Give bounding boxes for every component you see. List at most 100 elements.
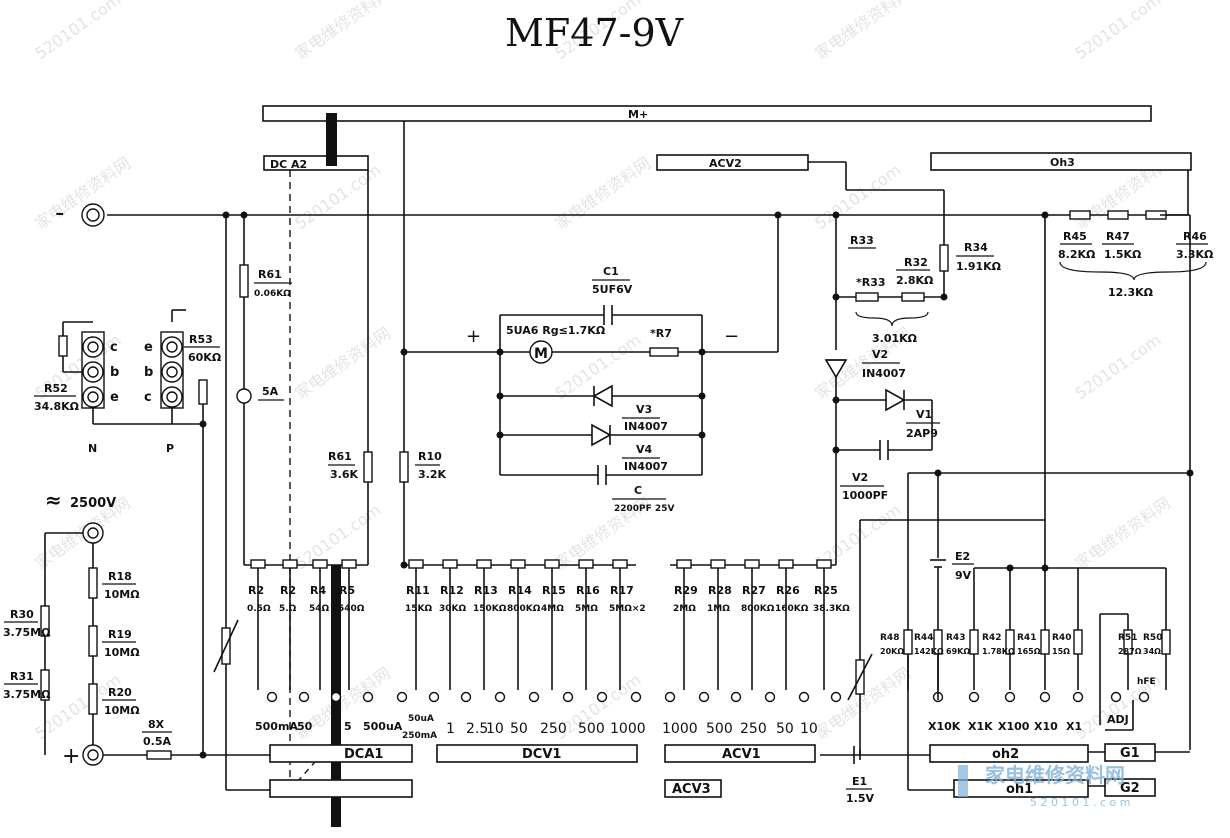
- switch-contact[interactable]: [968, 691, 980, 703]
- r52-name: R52: [44, 382, 68, 395]
- r31-value: 3.75MΩ: [3, 688, 51, 701]
- r34-name: R34: [964, 241, 988, 254]
- r32-value: 2.8KΩ: [896, 274, 934, 287]
- v1-value: 2AP9: [906, 427, 938, 440]
- switch-contact[interactable]: [664, 691, 676, 703]
- switch-contact[interactable]: [1039, 691, 1051, 703]
- v2d-name: V2: [872, 348, 888, 361]
- ohm-resistor-name: R51: [1118, 633, 1137, 643]
- dcv-resistor-name: R17: [610, 584, 634, 597]
- watermark-text: 520101.com: [811, 160, 904, 233]
- switch-contact[interactable]: [1072, 691, 1084, 703]
- dcv-resistor-name: R13: [474, 584, 498, 597]
- r19-name: R19: [108, 628, 132, 641]
- hfe-pin-label: e: [110, 390, 119, 405]
- switch-contact[interactable]: [698, 691, 710, 703]
- watermark-text: 520101.com: [551, 330, 644, 403]
- dcv-range-label: 2.5: [466, 721, 488, 737]
- dcv-range-label: 1000: [610, 721, 646, 737]
- acv-resistor: [778, 559, 794, 569]
- minus-terminal-sign: -: [55, 198, 64, 228]
- switch-contact[interactable]: [764, 691, 776, 703]
- dcv-resistor: [578, 559, 594, 569]
- switch-contact[interactable]: [528, 691, 540, 703]
- watermark-logo: 家电维修资料网 5 2 0 1 0 1 . c o m: [958, 763, 1130, 809]
- switch-contact[interactable]: [396, 691, 408, 703]
- r10-name: R10: [418, 450, 442, 463]
- bar-m-plus-label: M+: [628, 108, 648, 121]
- dcv-resistor-value: 15KΩ: [405, 604, 432, 614]
- r45-name: R45: [1063, 230, 1087, 243]
- switch-blade-top: [326, 113, 337, 166]
- switch-contact[interactable]: [730, 691, 742, 703]
- range-50: 50: [297, 720, 313, 733]
- v4-value: IN4007: [624, 460, 668, 473]
- switch-contact[interactable]: [1004, 691, 1016, 703]
- ohm-resistor-name: R43: [946, 633, 965, 643]
- r18-value: 10MΩ: [104, 588, 140, 601]
- hfe-pin-label: c: [110, 340, 118, 355]
- switch-contact[interactable]: [596, 691, 608, 703]
- dca-resistor-value: 54Ω: [309, 604, 330, 614]
- r31-name: R31: [10, 670, 34, 683]
- dcv-resistor-group: R1115KΩR1230KΩR13150KΩR14800KΩR154MΩR165…: [405, 559, 646, 690]
- e1-value: 1.5V: [846, 792, 874, 805]
- bar-oh1-label: oh1: [1006, 782, 1033, 797]
- fuse-value: 0.5A: [143, 735, 171, 748]
- bar-dc-a2: [263, 155, 369, 171]
- ohm-resistor: [969, 629, 979, 655]
- switch-contact[interactable]: [494, 691, 506, 703]
- switch-contact[interactable]: [830, 691, 842, 703]
- dcv-resistor: [544, 559, 560, 569]
- switch-contact[interactable]: [562, 691, 574, 703]
- switch-contact[interactable]: [362, 691, 374, 703]
- v3-value: IN4007: [624, 420, 668, 433]
- acv-resistor-value: 2MΩ: [673, 604, 696, 614]
- switch-contact[interactable]: [630, 691, 642, 703]
- dca-resistor: [282, 559, 298, 569]
- v2d-value: IN4007: [862, 367, 906, 380]
- switch-contact[interactable]: [298, 691, 310, 703]
- switch-contact[interactable]: [428, 691, 440, 703]
- ohm-range-label: X1: [1066, 720, 1082, 733]
- v4-name: V4: [636, 443, 653, 456]
- dcv-resistor: [408, 559, 424, 569]
- ohm-resistor-name: R50: [1143, 633, 1162, 643]
- r19-value: 10MΩ: [104, 646, 140, 659]
- switch-contact[interactable]: [1110, 691, 1122, 703]
- e2-value: 9V: [955, 569, 972, 582]
- acv-range-label: 10: [800, 721, 818, 737]
- switch-contact[interactable]: [266, 691, 278, 703]
- c1-value: 5UF6V: [592, 283, 633, 296]
- bar-oh1: [953, 779, 1089, 798]
- 5a-terminal[interactable]: [236, 388, 252, 404]
- dca-resistor-value: 0.5Ω: [247, 604, 271, 614]
- switch-contact[interactable]: [798, 691, 810, 703]
- dca-resistor: [312, 559, 328, 569]
- switch-contact[interactable]: [460, 691, 472, 703]
- ohm-resistor-value: 69KΩ: [946, 647, 970, 656]
- bar-dca-lower: [269, 779, 413, 798]
- fuse-name: 8X: [148, 718, 165, 731]
- bar-acv3-label: ACV3: [672, 782, 711, 797]
- switch-contact[interactable]: [1138, 691, 1150, 703]
- dcv-resistor-value: 150KΩ: [473, 604, 507, 614]
- r46-value: 3.3KΩ: [1176, 248, 1214, 261]
- ohm-resistor: [1040, 629, 1050, 655]
- bar-g2: [1104, 778, 1156, 797]
- dcv-resistor-name: R12: [440, 584, 464, 597]
- dcv-resistor-value: 800KΩ: [507, 604, 541, 614]
- bar-acv1-label: ACV1: [722, 747, 761, 762]
- switch-contact[interactable]: [330, 691, 342, 703]
- plus-terminal-sign: +: [62, 744, 80, 769]
- ohm-resistor-name: R42: [982, 633, 1001, 643]
- acv-resistor-value: 38.3KΩ: [813, 604, 850, 614]
- watermark-text: 520101.com: [1071, 330, 1164, 403]
- r34-value: 1.91KΩ: [956, 260, 1002, 273]
- bar-dca1: [269, 744, 413, 763]
- r61a-value: 0.06KΩ: [254, 289, 291, 299]
- dca-resistor-name: R5: [339, 584, 355, 597]
